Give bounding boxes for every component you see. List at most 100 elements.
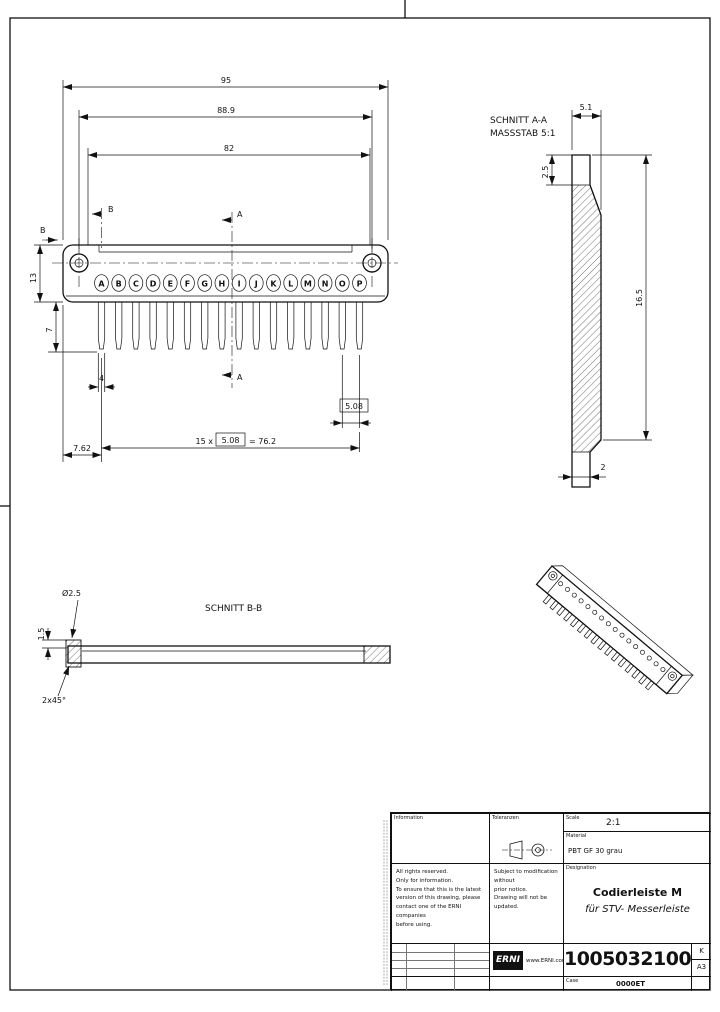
information-cell: Information xyxy=(391,813,489,863)
dim-overall-text: 95 xyxy=(221,76,231,85)
section-b-marker-top: B xyxy=(108,205,114,214)
dim-edge-offset-text: 7.62 xyxy=(73,444,91,453)
dim-diameter: Ø2.5 xyxy=(62,588,81,639)
designation-label: Designation xyxy=(566,865,596,871)
scale-cell: Scale 2:1 xyxy=(563,813,711,831)
dim-height: 13 xyxy=(29,244,63,303)
dim-pitch-box: 5.08 xyxy=(330,355,371,428)
code-letter: C xyxy=(133,280,139,289)
section-b-view: SCHNITT B-B Ø2.5 1.5 2x45° xyxy=(37,588,391,705)
case-label: Case xyxy=(566,978,579,984)
designation-line2: für STV- Messerleiste xyxy=(585,904,690,915)
dim-inner-span-text: 82 xyxy=(224,144,234,153)
code-letter: O xyxy=(339,280,346,289)
dim-overall: 95 xyxy=(62,76,389,240)
dim-tip: 2.5 xyxy=(541,154,572,186)
subject-note: Subject to modification without prior no… xyxy=(489,863,563,943)
section-a-view: SCHNITT A-A MASSSTAB 5:1 5.1 2.5 16.5 xyxy=(490,103,652,488)
material-label: Material xyxy=(566,833,587,839)
code-letter: G xyxy=(201,280,208,289)
section-b-right-hatch xyxy=(363,645,391,664)
designation-cell: Designation Codierleiste M für STV- Mess… xyxy=(563,863,711,943)
code-letter: I xyxy=(238,280,241,289)
date-cell xyxy=(489,976,563,991)
dim-chamfer: 2x45° xyxy=(42,665,70,705)
website-text: www.ERNI.com xyxy=(526,958,563,964)
dim-thickness: 1.5 xyxy=(37,628,66,660)
material-cell: Material PBT GF 30 grau xyxy=(563,831,711,863)
material-value: PBT GF 30 grau xyxy=(568,847,623,855)
dim-pitch-total: 15 x 5.08 = 76.2 xyxy=(101,432,360,452)
dim-length-text: 16.5 xyxy=(635,289,644,307)
section-b-left-hatch xyxy=(65,639,82,668)
tolerances-label: Toleranzen xyxy=(492,815,519,821)
section-a-title: SCHNITT A-A xyxy=(490,116,548,126)
code-letter: L xyxy=(288,280,293,289)
code-letter: N xyxy=(322,280,329,289)
case-value: 0000ET xyxy=(616,980,646,988)
rights-note: All rights reserved. Only for informatio… xyxy=(391,863,489,943)
information-label: Information xyxy=(394,815,423,821)
dim-pitch-total-suffix: = 76.2 xyxy=(249,437,276,446)
section-a-subtitle: MASSSTAB 5:1 xyxy=(490,129,556,139)
dim-pitch-text: 5.08 xyxy=(345,402,363,411)
dim-hole-span: 88.9 xyxy=(78,106,373,252)
revision-table xyxy=(391,943,489,976)
code-letter: K xyxy=(270,280,277,289)
code-letter: J xyxy=(254,280,258,289)
code-letter: M xyxy=(304,280,312,289)
case-cell: Case 0000ET xyxy=(563,976,691,991)
isometric-pins xyxy=(542,594,655,691)
code-letter: P xyxy=(357,280,363,289)
drawing-number: 100503210040 xyxy=(563,943,691,976)
erni-logo: ERNI xyxy=(493,951,523,970)
isometric-view xyxy=(535,565,694,695)
section-a-hatch xyxy=(571,184,602,453)
dim-top-width: 5.1 xyxy=(571,103,602,210)
dim-thickness-text: 1.5 xyxy=(37,628,46,641)
code-letter: A xyxy=(98,280,105,289)
section-a-marker-top: A xyxy=(237,210,243,219)
change-cells xyxy=(391,976,489,991)
connector-body xyxy=(52,238,398,303)
section-line-a: A A xyxy=(222,210,243,388)
code-letter: H xyxy=(219,280,226,289)
corner-cell xyxy=(691,976,711,991)
dim-tip-text: 2.5 xyxy=(541,166,550,179)
dim-pitch-total-prefix: 15 x xyxy=(196,437,214,446)
isometric-code-holes xyxy=(558,581,666,672)
front-view: 95 88.9 82 B B A xyxy=(29,76,398,462)
section-line-b: B B xyxy=(40,205,114,248)
code-positions: A B C D E F G H I J K L M N O P xyxy=(94,274,367,292)
format-label: A3 xyxy=(691,959,711,976)
copyright-sidebar xyxy=(383,820,388,985)
revision-letter: K xyxy=(691,943,711,959)
dim-base: 2 xyxy=(558,463,606,480)
projection-symbol-icon xyxy=(502,840,552,860)
tolerances-cell: Toleranzen xyxy=(489,813,563,863)
dim-pitch-total-boxed: 5.08 xyxy=(222,436,240,445)
section-b-bar xyxy=(67,645,391,664)
dim-inner-span: 82 xyxy=(87,144,371,245)
dim-chamfer-text: 2x45° xyxy=(42,696,66,705)
section-a-marker-bottom: A xyxy=(237,373,243,382)
logo-cell: ERNI www.ERNI.com xyxy=(489,943,563,976)
dim-hole-span-text: 88.9 xyxy=(217,106,235,115)
dim-top-width-text: 5.1 xyxy=(580,103,593,112)
title-block: Information Toleranzen Scale 2:1 Materia… xyxy=(390,812,711,991)
section-b-title: SCHNITT B-B xyxy=(205,604,262,614)
designation-line1: Codierleiste M xyxy=(592,886,683,899)
code-letter: D xyxy=(150,280,157,289)
dim-diameter-text: Ø2.5 xyxy=(62,588,81,598)
section-b-marker-left: B xyxy=(40,226,46,235)
dim-length: 16.5 xyxy=(592,154,652,441)
code-letter: F xyxy=(185,280,190,289)
dim-base-text: 2 xyxy=(600,463,605,472)
scale-value: 2:1 xyxy=(606,818,621,828)
code-letter: E xyxy=(168,280,173,289)
scale-label: Scale xyxy=(566,815,580,821)
sheet-border xyxy=(0,0,711,991)
code-letter: B xyxy=(116,280,122,289)
